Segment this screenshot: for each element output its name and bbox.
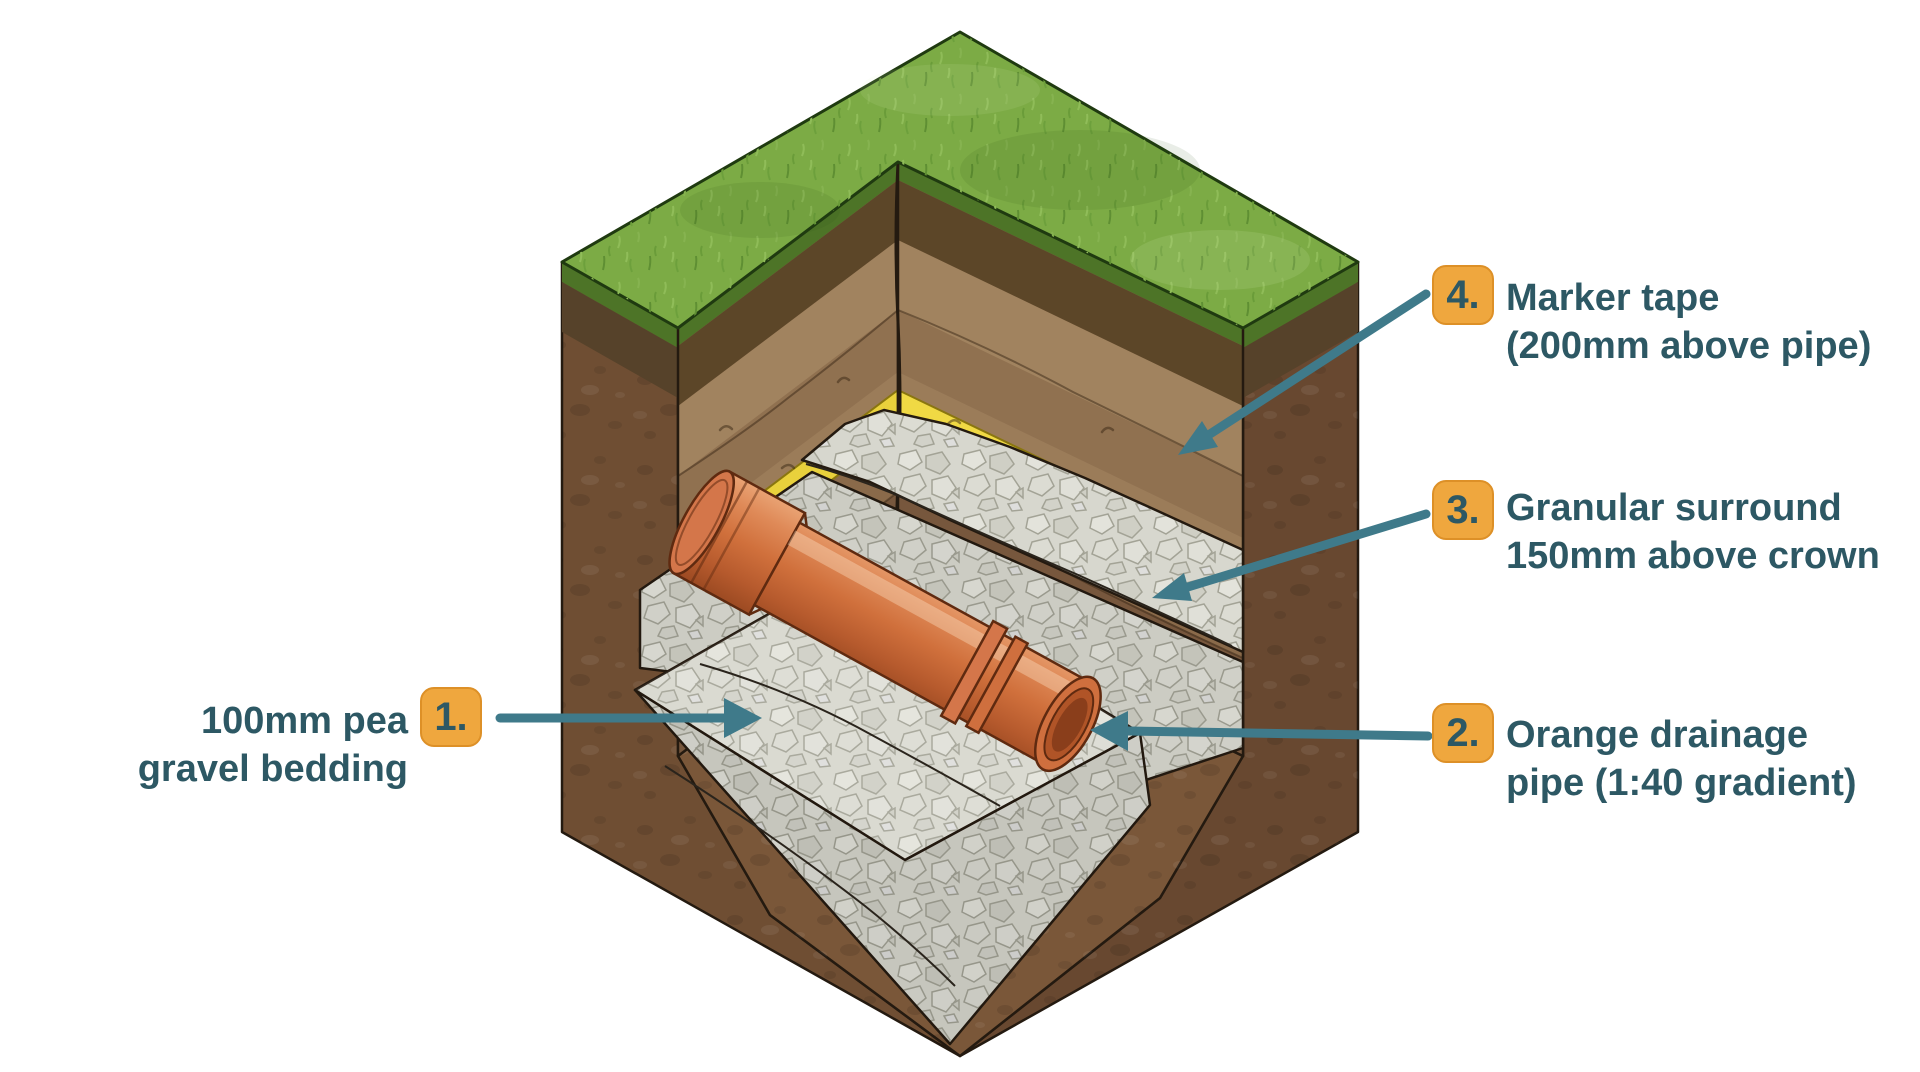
callout-badge-1: 1.: [420, 687, 482, 747]
callout-label-2: Orange drainage pipe (1:40 gradient): [1506, 714, 1857, 804]
grass-edge-band-left: [562, 262, 678, 348]
label-1-line2: gravel bedding: [138, 748, 408, 790]
pipe-coupling-ring: [939, 619, 1009, 726]
callout-badge-2: 2.: [1432, 703, 1494, 763]
callout-arrow-4: [1178, 289, 1431, 455]
pipe-body: [752, 520, 1093, 767]
label-2-line2: pipe (1:40 gradient): [1506, 762, 1857, 804]
callout-arrow-1: [495, 698, 762, 738]
callout-badge-4: 4.: [1432, 265, 1494, 325]
callout-label-3: Granular surround 150mm above crown: [1506, 487, 1880, 577]
grass-edge-band-right: [1243, 262, 1358, 348]
label-3-line1: Granular surround: [1506, 487, 1842, 529]
label-2-line1: Orange drainage: [1506, 714, 1808, 756]
pipe-coupling-ring-2: [964, 635, 1030, 735]
callout-label-1: 100mm pea gravel bedding: [138, 700, 409, 790]
callout-arrow-2: [1090, 711, 1433, 751]
granular-surround-gravel: [800, 408, 1245, 654]
callout-label-4: Marker tape (200mm above pipe): [1506, 277, 1871, 367]
callout-badge-3: 3.: [1432, 480, 1494, 540]
pea-gravel-bedding: [633, 560, 1152, 1046]
label-1-line1: 100mm pea: [201, 700, 409, 742]
label-4-line2: (200mm above pipe): [1506, 325, 1871, 367]
label-3-line2: 150mm above crown: [1506, 535, 1880, 577]
grass-surface: [560, 30, 1360, 330]
callout-arrow-3: [1152, 509, 1431, 601]
topsoil-band-right-outer: [1243, 282, 1358, 398]
drainage-pipe: [668, 469, 1102, 773]
topsoil-band-left-outer: [562, 282, 678, 398]
badge-1-number: 1.: [434, 695, 467, 739]
badge-4-number: 4.: [1446, 273, 1479, 317]
label-4-line1: Marker tape: [1506, 277, 1719, 319]
pipe-mouth: [1033, 675, 1102, 773]
pipe-socket: [668, 469, 808, 617]
badge-3-number: 3.: [1446, 488, 1479, 532]
badge-2-number: 2.: [1446, 711, 1479, 755]
